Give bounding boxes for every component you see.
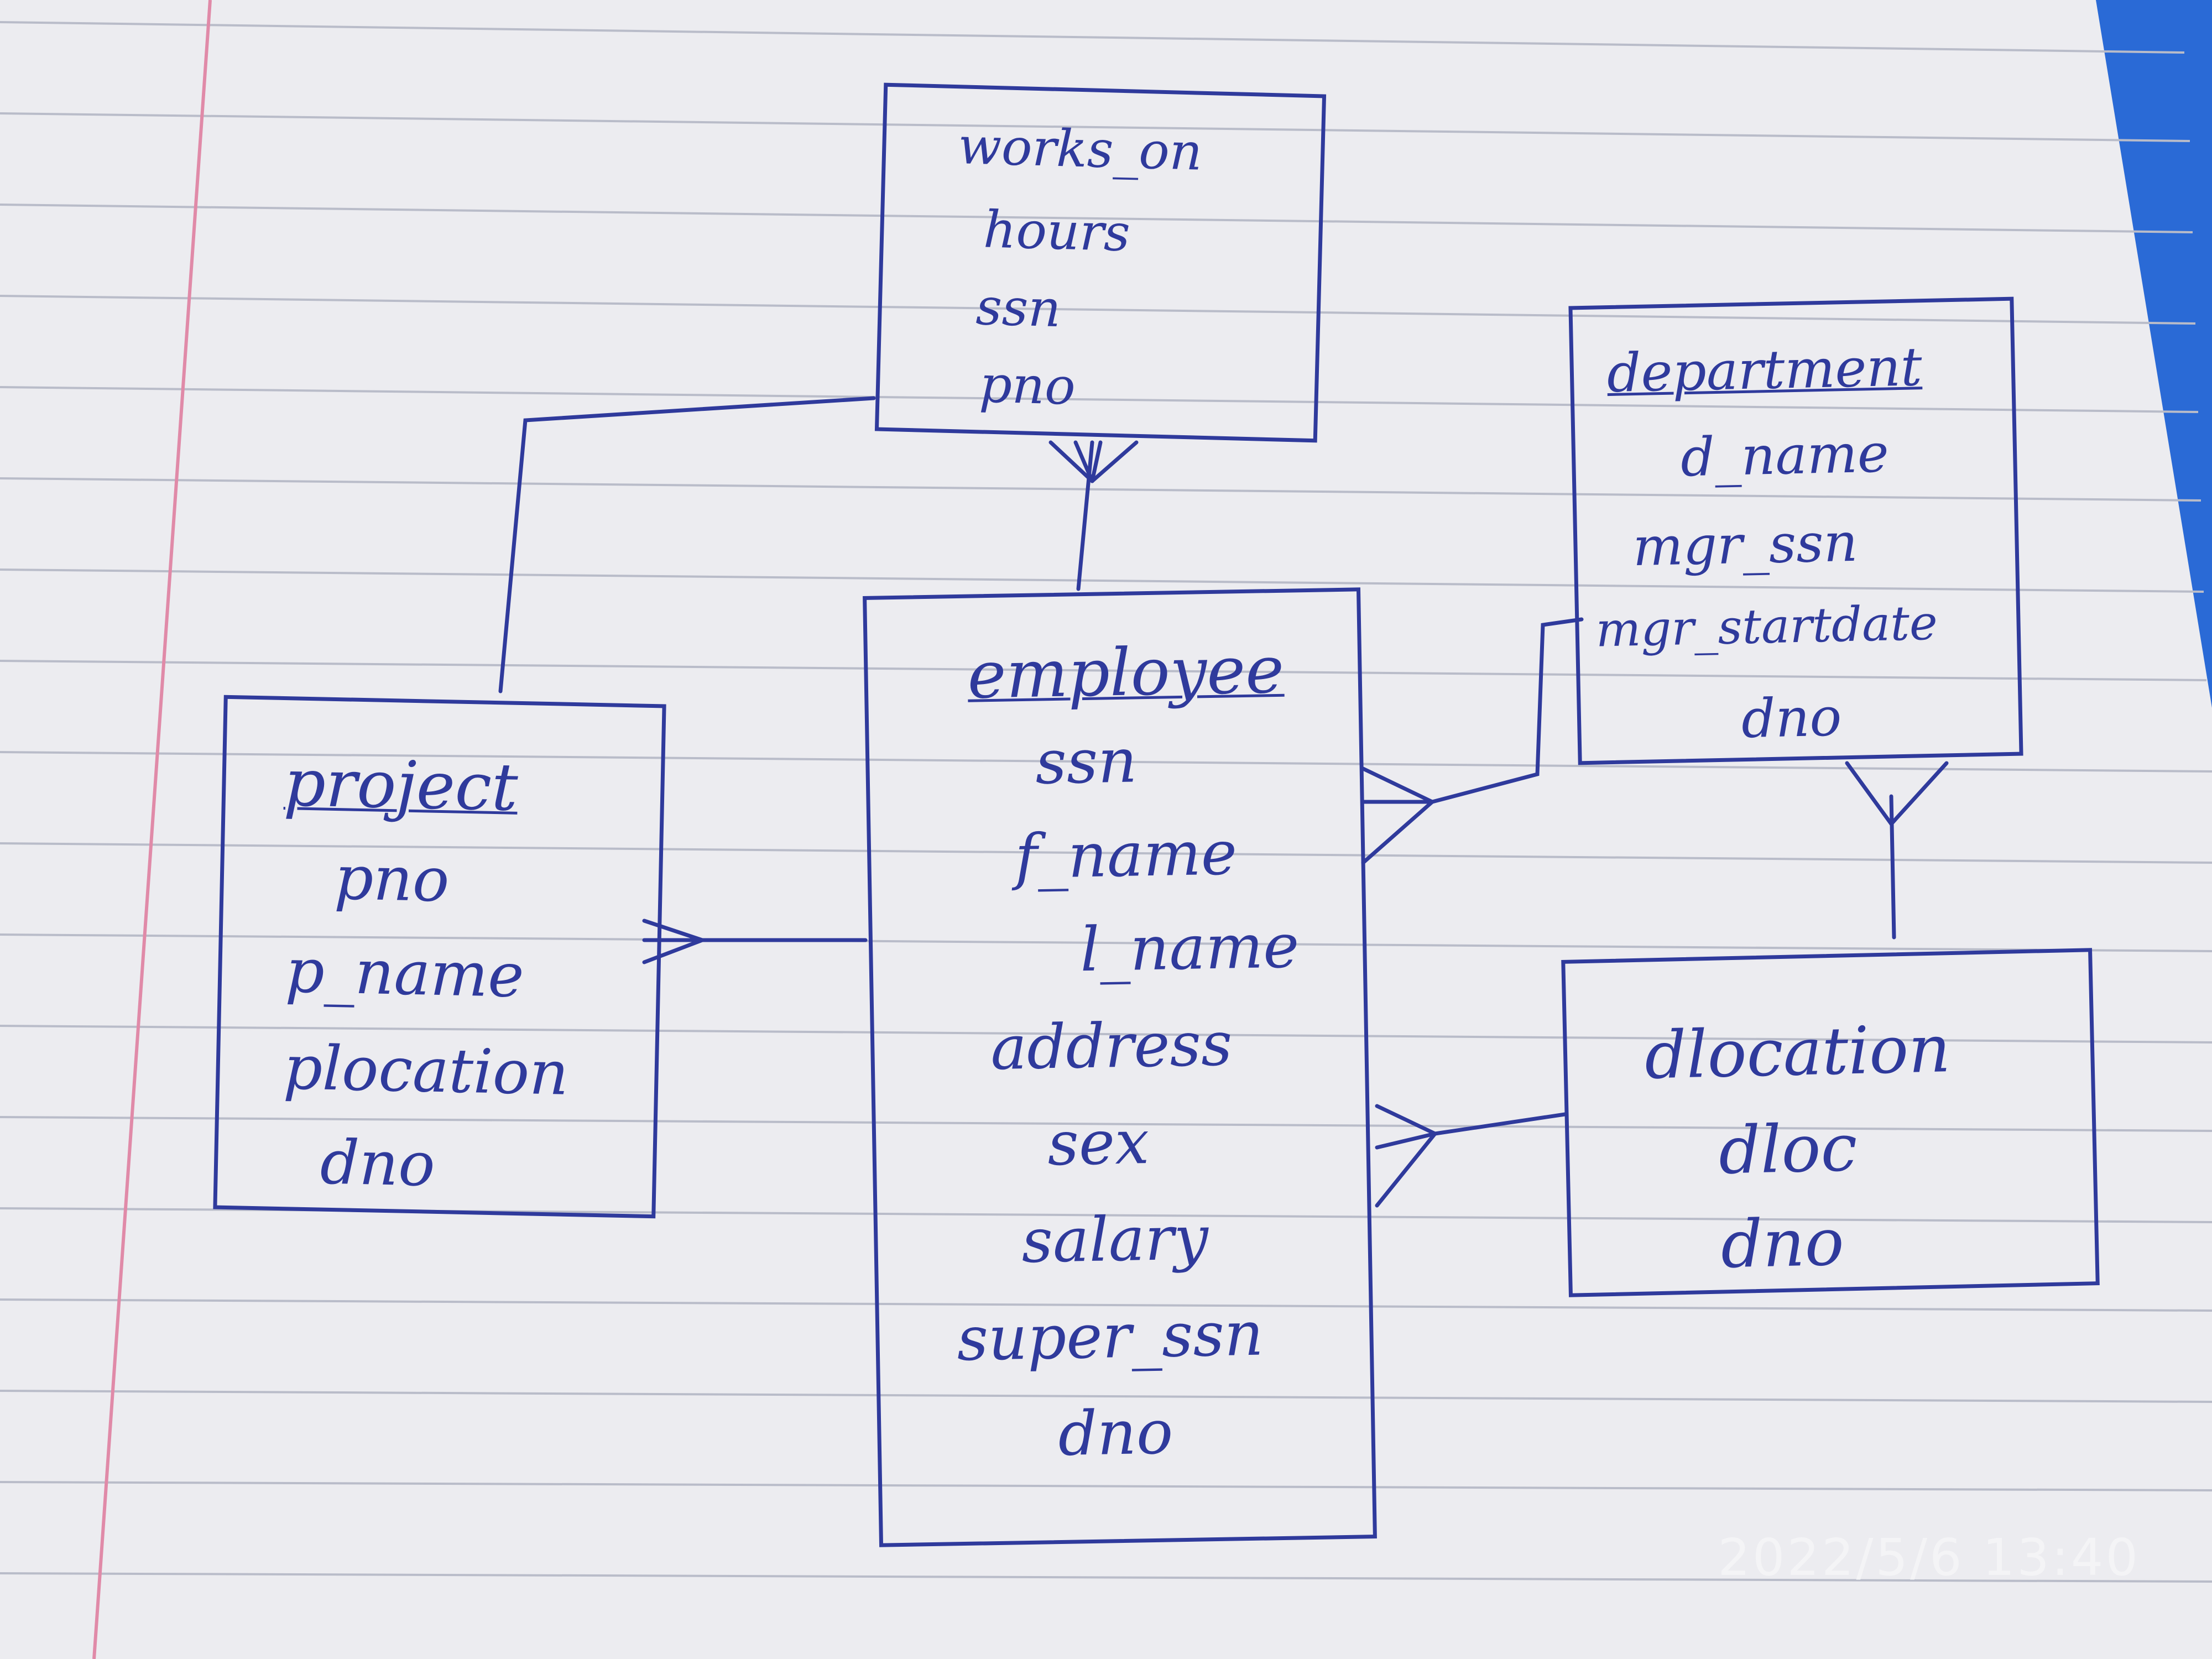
attribute: dno	[1740, 686, 1843, 750]
attribute: ssn	[1035, 725, 1138, 798]
attribute: l_name	[1079, 910, 1300, 985]
attribute: p_name	[285, 935, 525, 1011]
attribute: ssn	[975, 277, 1062, 339]
entity-works-on: works_on hours ssn pno	[874, 82, 1327, 443]
attribute: dno	[1057, 1396, 1174, 1470]
entity-title: works_on	[957, 116, 1203, 182]
entity-dlocation: dlocation dloc dno	[1561, 948, 2100, 1297]
attribute: pno	[333, 842, 450, 916]
attribute: dno	[319, 1126, 436, 1200]
entity-department: department d_name mgr_ssn mgr_startdate …	[1568, 296, 2023, 765]
attribute: hours	[983, 200, 1131, 263]
attribute: dloc	[1718, 1109, 1859, 1189]
ruled-lines	[0, 21, 2212, 1583]
entity-employee: employee ssn f_name l_name address sex s…	[863, 587, 1377, 1547]
entity-title: dlocation	[1644, 1010, 1952, 1094]
attribute: super_ssn	[956, 1298, 1264, 1375]
attribute: plocation	[283, 1032, 570, 1109]
attribute: pno	[978, 354, 1077, 416]
attribute: mgr_ssn	[1632, 511, 1859, 578]
attribute: f_name	[1014, 817, 1238, 893]
relationship-lines	[498, 396, 1949, 1208]
entity-title: employee	[967, 631, 1285, 713]
attribute: dno	[1720, 1203, 1845, 1283]
attribute: address	[990, 1008, 1233, 1084]
timestamp: 2022/5/6 13:40	[1718, 1528, 2140, 1587]
entity-title: project	[283, 744, 519, 826]
margin-line	[92, 0, 212, 1659]
attribute: salary	[1021, 1202, 1209, 1277]
attribute: d_name	[1680, 422, 1890, 489]
desk-background	[2096, 0, 2212, 708]
entity-project: project pno p_name plocation dno	[213, 695, 666, 1219]
attribute: sex	[1047, 1107, 1150, 1180]
entity-title: department	[1606, 336, 1923, 405]
attribute: mgr_startdate	[1595, 595, 1938, 658]
